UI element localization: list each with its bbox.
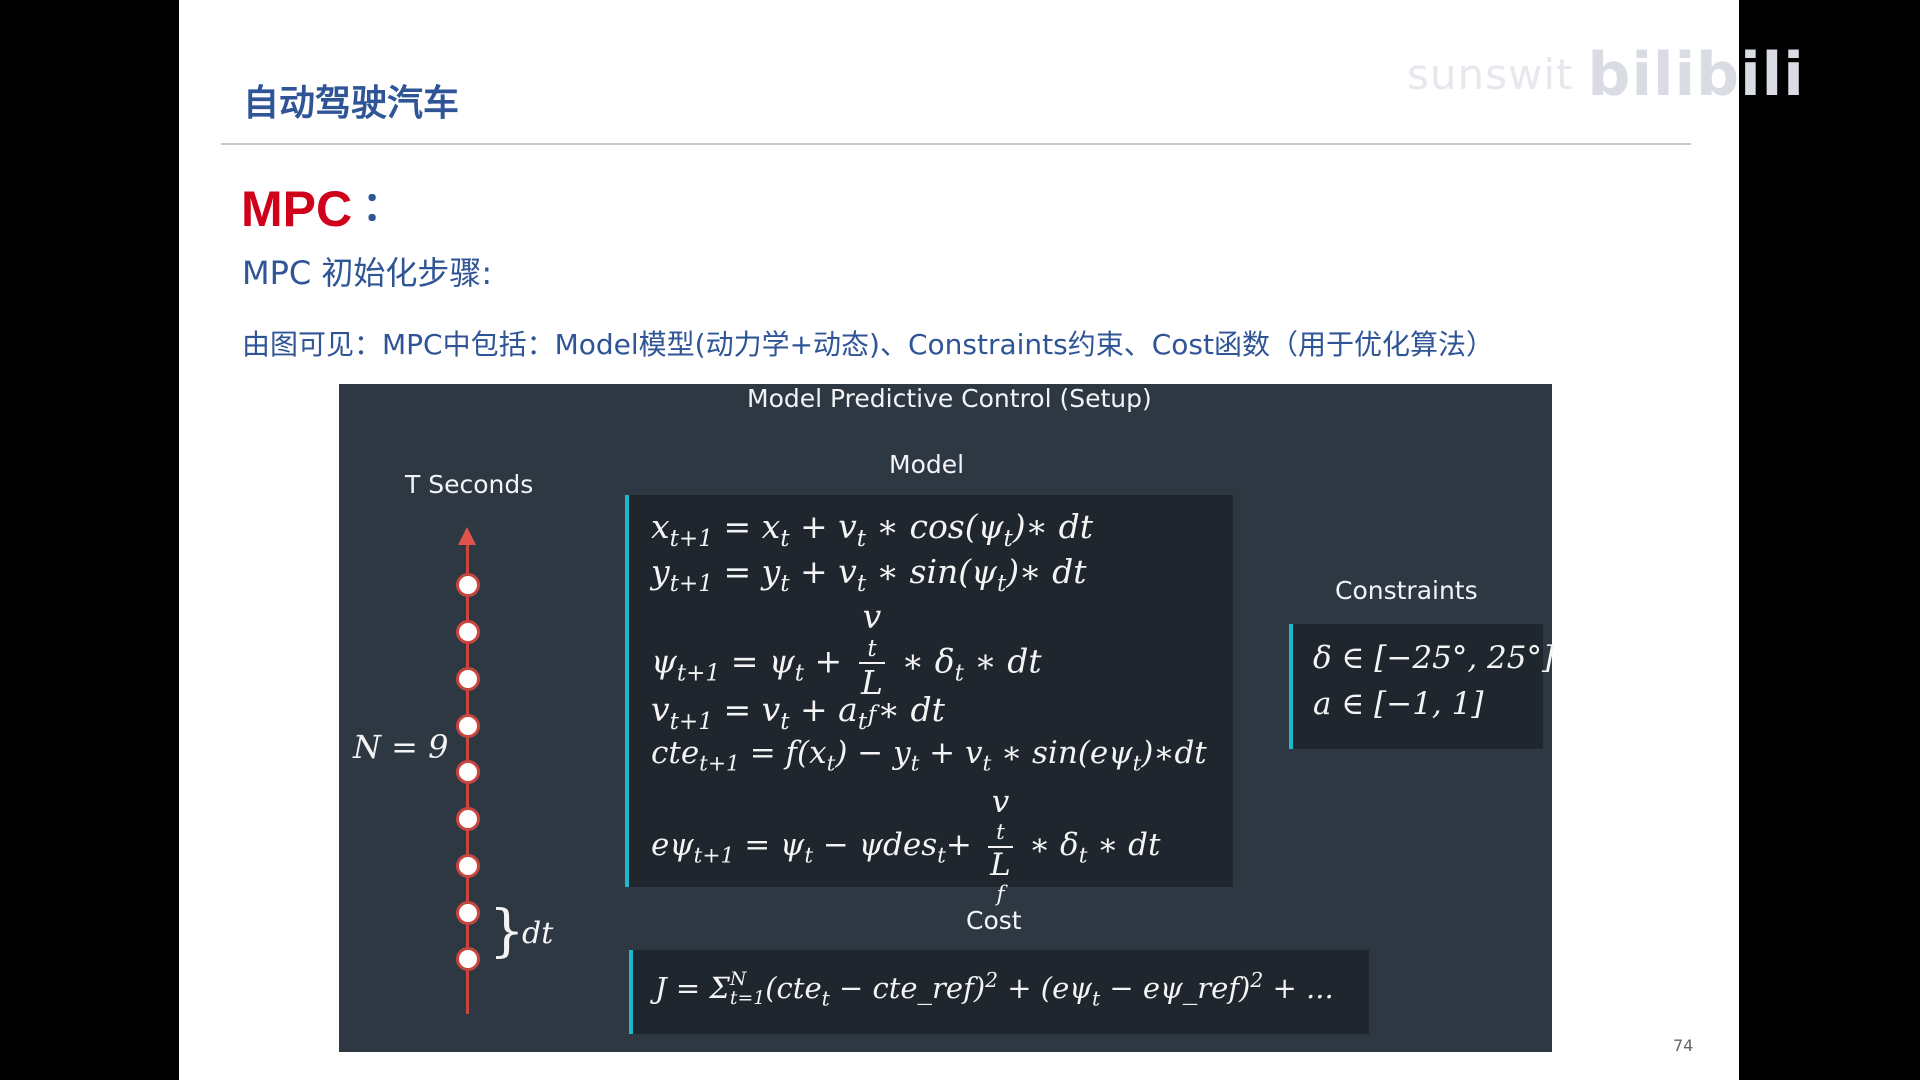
constraint-accel: a ∈ [−1, 1] [1313, 686, 1484, 722]
description-text: 由图可见：MPC中包括：Model模型(动力学+动态)、Constraints约… [242, 328, 1494, 361]
timestep-node [456, 947, 480, 971]
dt-label: dt [522, 916, 554, 951]
title-divider [221, 143, 1691, 145]
equation-cte: ctet+1 = f(xt) − yt + vt ∗ sin(eψt)∗dt [651, 735, 1207, 777]
section-heading: MPC： [241, 174, 402, 238]
timestep-node [456, 667, 480, 691]
timestep-node [456, 760, 480, 784]
constraints-label: Constraints [1335, 576, 1478, 605]
timestep-node [456, 573, 480, 597]
constraints-box: δ ∈ [−25°, 25°] a ∈ [−1, 1] [1289, 624, 1554, 749]
equation-y: yt+1 = yt + vt ∗ sin(ψt)∗ dt [651, 552, 1087, 598]
constraint-delta: δ ∈ [−25°, 25°] [1313, 640, 1555, 676]
heading-colon: ： [362, 185, 403, 229]
timestep-node [456, 714, 480, 738]
equation-x: xt+1 = xt + vt ∗ cos(ψt)∗ dt [651, 507, 1093, 553]
timestep-node [456, 854, 480, 878]
dt-brace: } [489, 899, 525, 964]
watermark: sunswit bilibili [1407, 40, 1805, 110]
cost-label: Cost [966, 906, 1022, 935]
timestep-node [456, 620, 480, 644]
page-number: 74 [1673, 1036, 1694, 1055]
bilibili-logo: bilibili [1587, 40, 1805, 110]
model-label: Model [889, 450, 965, 479]
mpc-setup-figure: Model Predictive Control (Setup) T Secon… [339, 384, 1554, 1052]
slide-title: 自动驾驶汽车 [243, 83, 460, 124]
n-label: N = 9 [353, 728, 449, 766]
arrow-up-icon [458, 527, 476, 545]
timeline-label: T Seconds [405, 470, 534, 499]
timestep-node [456, 901, 480, 925]
model-equations-box: xt+1 = xt + vt ∗ cos(ψt)∗ dt yt+1 = yt +… [625, 495, 1233, 907]
figure-title: Model Predictive Control (Setup) [747, 384, 1152, 413]
equation-v: vt+1 = vt + at ∗ dt [651, 690, 945, 736]
heading-text: MPC [241, 181, 353, 237]
subheading: MPC 初始化步骤: [242, 254, 493, 292]
timestep-node [456, 807, 480, 831]
watermark-text: sunswit [1407, 50, 1574, 99]
